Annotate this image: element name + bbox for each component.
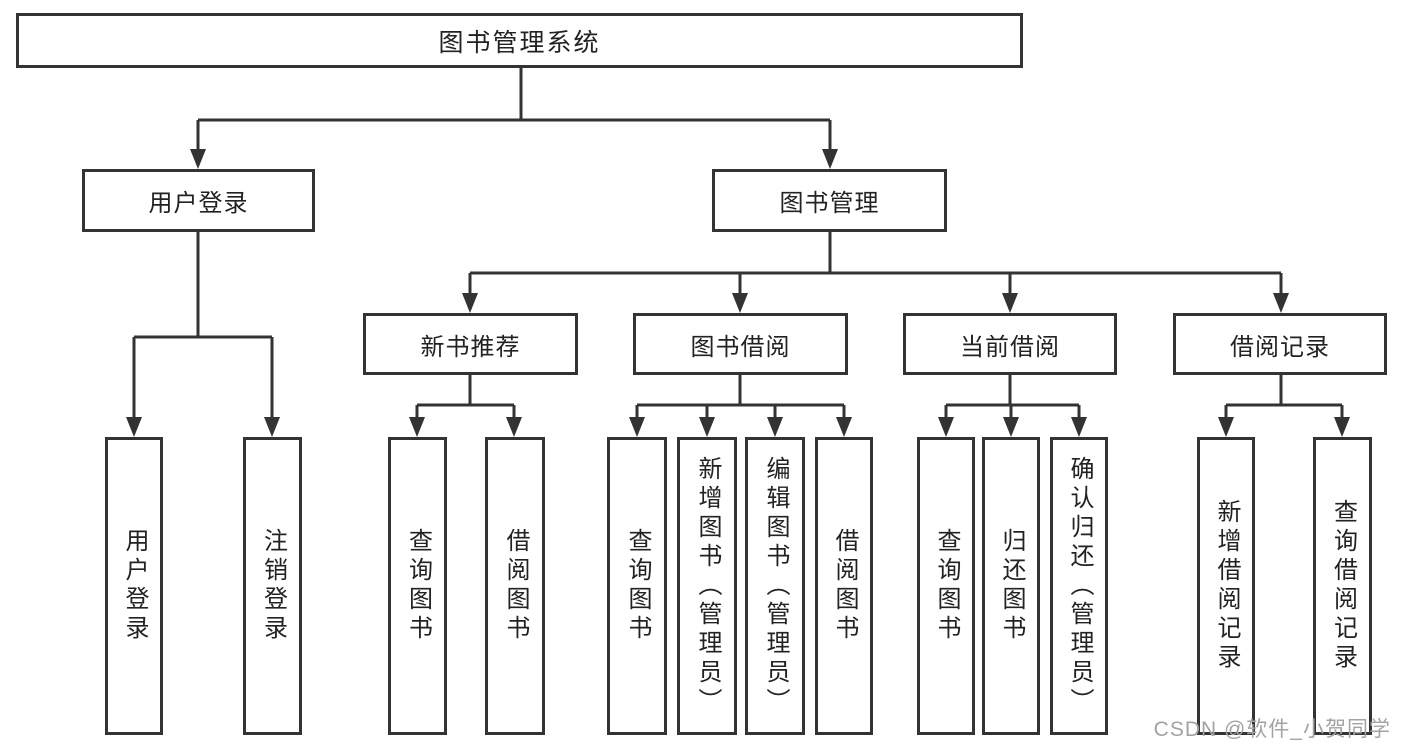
node-current-borrowing: 当前借阅 [903, 313, 1117, 375]
leaf-label: 用户登录 [121, 528, 148, 644]
node-borrowing-records: 借阅记录 [1173, 313, 1387, 375]
leaf-confirm-return-admin: 确认归还（管理员） [1050, 437, 1108, 735]
leaf-query-books-current: 查询图书 [917, 437, 975, 735]
leaf-label: 注销登录 [259, 528, 287, 644]
node-user-login: 用户登录 [82, 169, 315, 232]
leaf-return-books: 归还图书 [982, 437, 1040, 735]
leaf-edit-books-admin: 编辑图书（管理员） [745, 437, 805, 735]
leaf-add-borrow-record: 新增借阅记录 [1197, 437, 1255, 735]
node-book-borrowing: 图书借阅 [633, 313, 848, 375]
node-label: 图书管理系统 [438, 28, 601, 57]
leaf-label: 查询借阅记录 [1329, 499, 1357, 673]
leaf-borrow-books-recommend: 借阅图书 [485, 437, 545, 735]
node-label: 新书推荐 [420, 333, 521, 361]
leaf-user-login: 用户登录 [105, 437, 163, 735]
leaf-query-books-borrow: 查询图书 [607, 437, 667, 735]
node-library-management-system: 图书管理系统 [16, 13, 1023, 68]
leaf-label: 确认归还（管理员） [1066, 455, 1093, 717]
node-label: 图书管理 [779, 190, 880, 217]
arrowheads [126, 149, 1350, 437]
leaf-label: 查询图书 [624, 528, 651, 644]
leaf-query-borrow-record: 查询借阅记录 [1313, 437, 1372, 735]
leaf-query-books-recommend: 查询图书 [388, 437, 447, 735]
leaf-label: 查询图书 [933, 528, 960, 644]
leaf-label: 编辑图书（管理员） [762, 455, 789, 717]
csdn-watermark: CSDN @软件_小贺同学 [1153, 718, 1391, 741]
leaf-label: 新增借阅记录 [1213, 499, 1240, 673]
node-label: 图书借阅 [690, 333, 791, 361]
node-label: 借阅记录 [1230, 333, 1330, 361]
node-new-book-recommendation: 新书推荐 [363, 313, 578, 375]
leaf-label: 借阅图书 [502, 528, 529, 644]
leaf-borrow-books: 借阅图书 [815, 437, 873, 735]
node-book-management: 图书管理 [712, 169, 947, 232]
leaf-add-books-admin: 新增图书（管理员） [677, 437, 737, 735]
node-label: 用户登录 [148, 190, 249, 217]
leaf-label: 查询图书 [404, 528, 432, 644]
leaf-logout: 注销登录 [243, 437, 302, 735]
leaf-label: 新增图书（管理员） [694, 455, 721, 717]
leaf-label: 归还图书 [998, 528, 1025, 644]
node-label: 当前借阅 [960, 333, 1060, 361]
leaf-label: 借阅图书 [831, 528, 858, 644]
